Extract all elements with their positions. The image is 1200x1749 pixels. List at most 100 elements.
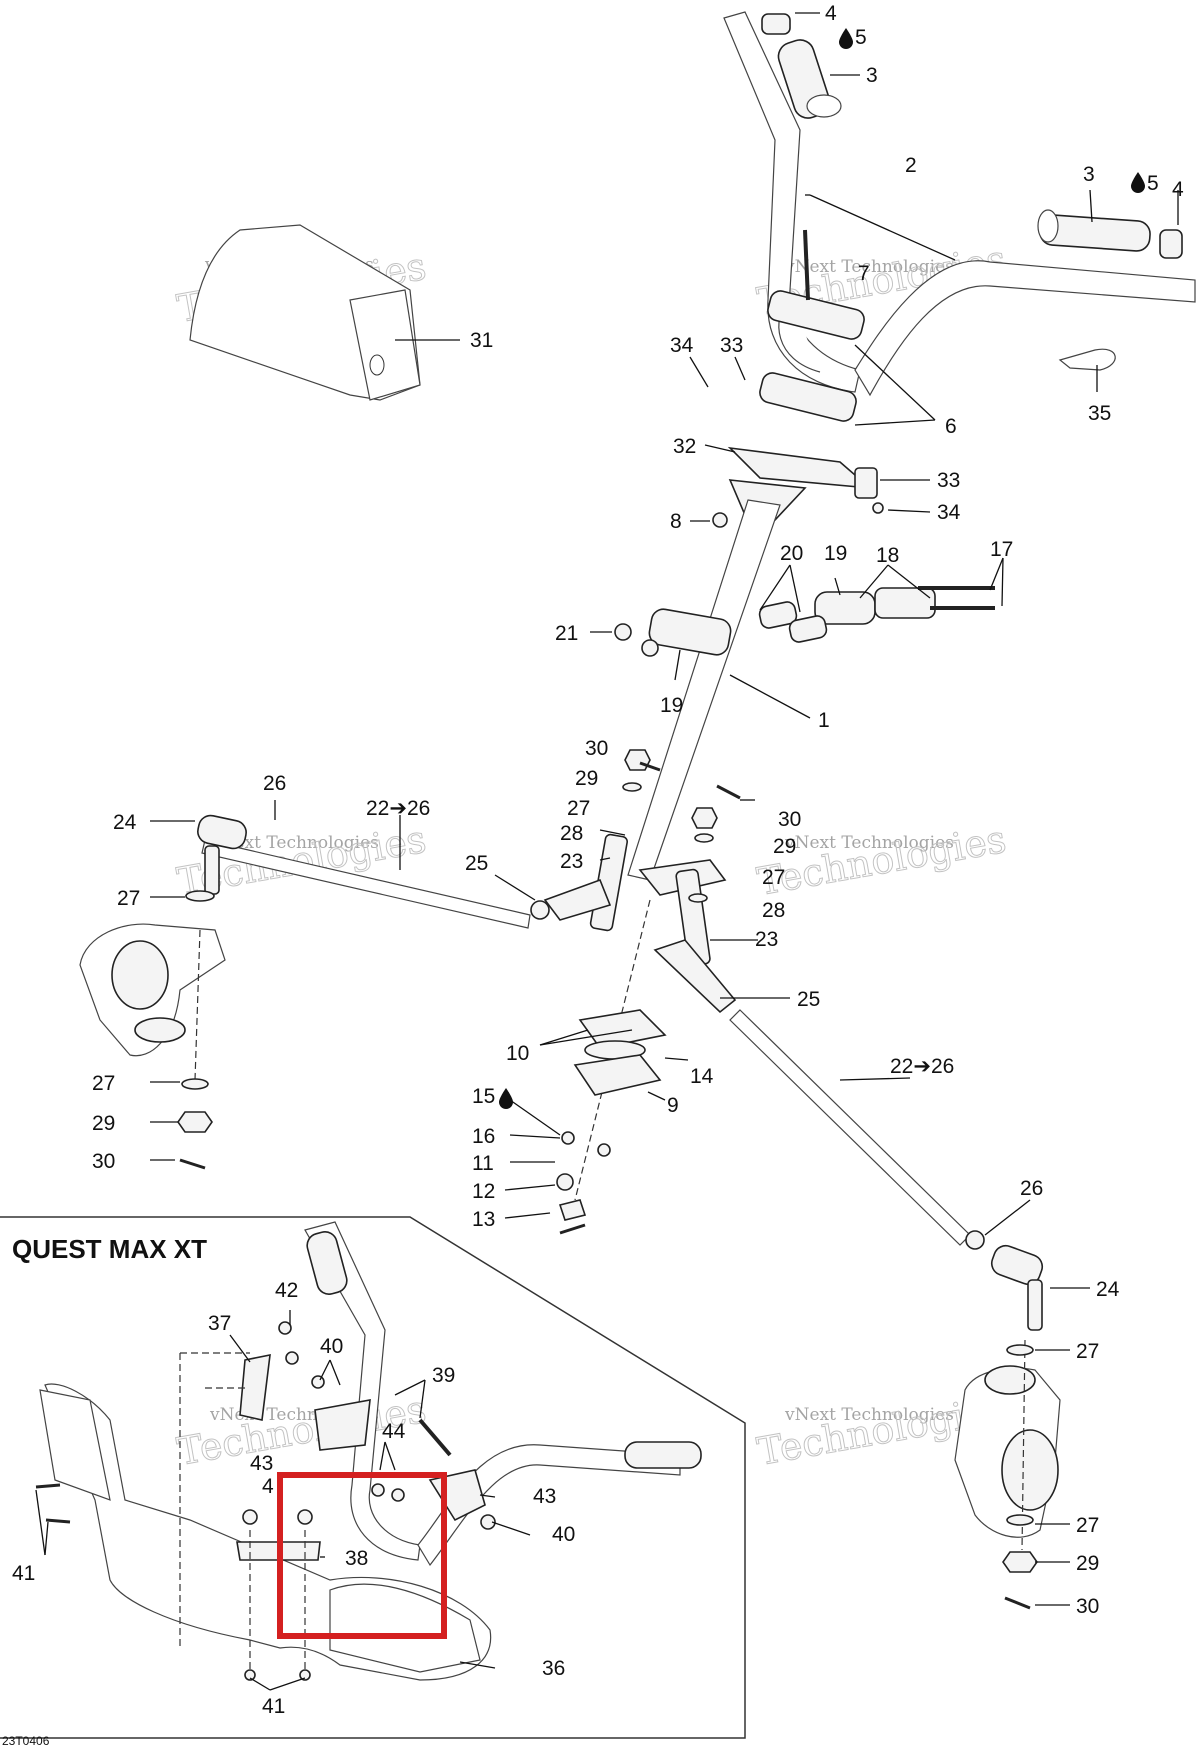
callout-label: 43 (250, 1452, 273, 1475)
callout-label: 27 (117, 887, 140, 910)
callout-label: 34 (670, 334, 694, 357)
callout-label: 23 (560, 850, 583, 873)
callout-label: 41 (262, 1695, 285, 1718)
callout-label: 25 (797, 988, 820, 1011)
watermark-text: vNext Technologies (784, 257, 954, 277)
oil-drop-icon (839, 28, 853, 49)
callout-label: 22➔26 (890, 1055, 954, 1078)
callout-label: 12 (472, 1180, 495, 1203)
callout-label: 27 (1076, 1514, 1099, 1537)
watermark-text: vNext Technologies (784, 1405, 954, 1425)
callout-label: 32 (673, 435, 696, 458)
callout-label: 39 (432, 1364, 455, 1387)
callout-label: 27 (92, 1072, 115, 1095)
tie-rod-right (729, 1009, 1044, 1331)
callout-label: 7 (858, 262, 870, 285)
callout-label: 6 (945, 415, 957, 438)
callout-label: 4 (825, 2, 837, 25)
callout-label: 36 (542, 1657, 565, 1680)
drawing-reference: 23T0406 (2, 1734, 50, 1748)
callout-label: 22➔26 (366, 797, 430, 820)
callout-label: 37 (208, 1312, 231, 1335)
callout-label: 42 (275, 1279, 298, 1302)
spindle-left (79, 923, 226, 1081)
watermark-group: vNext Technologies Technologies vNext Te… (173, 236, 1009, 1474)
handlebar-cover (189, 224, 421, 401)
callout-label: 14 (690, 1065, 714, 1088)
inset-quest-max-xt: QUEST MAX XT (0, 1216, 746, 1739)
cable-tie (1058, 348, 1116, 371)
spindle-right (954, 1339, 1061, 1551)
callout-label: 19 (660, 694, 683, 717)
callout-label: 8 (670, 510, 682, 533)
callout-label: 29 (1076, 1552, 1099, 1575)
steering-arm (543, 833, 737, 1014)
handlebar-grip-left (777, 39, 842, 119)
callout-label: 27 (1076, 1340, 1099, 1363)
callout-label: 29 (575, 767, 598, 790)
callout-label: 30 (92, 1150, 115, 1173)
oil-drop-icon (499, 1088, 513, 1109)
callout-label: 35 (1088, 402, 1111, 425)
callout-label: 21 (555, 622, 578, 645)
leader-lines (35, 12, 1179, 1691)
oil-drop-icon (1131, 172, 1145, 193)
callout-label: 3 (866, 64, 878, 87)
callout-label: 27 (567, 797, 590, 820)
handlebar-grip-right (1037, 209, 1151, 252)
callout-label: 34 (937, 501, 961, 524)
tie-rod-left (197, 814, 550, 929)
callout-label: 44 (382, 1420, 406, 1443)
inset-title: QUEST MAX XT (12, 1234, 207, 1264)
callout-label: 2 (905, 154, 917, 177)
callout-label: 16 (472, 1125, 495, 1148)
callout-label: 18 (876, 544, 899, 567)
callout-label: 26 (1020, 1177, 1043, 1200)
callout-label: 31 (470, 329, 493, 352)
callout-label: 29 (773, 835, 796, 858)
callout-label: 3 (1083, 163, 1095, 186)
bar-end-cap (1159, 229, 1183, 259)
callout-label: 19 (824, 542, 847, 565)
steering-column-mount (712, 446, 884, 528)
column-support (614, 586, 995, 657)
callout-label: 11 (472, 1152, 494, 1175)
callout-label: 24 (1096, 1278, 1120, 1301)
callout-label: 20 (780, 542, 803, 565)
callout-label: 24 (113, 811, 137, 834)
callout-label: 5 (855, 26, 867, 49)
callout-label: 15 (472, 1085, 495, 1108)
lower-bearing-assembly (556, 1009, 667, 1235)
watermark-text: vNext Technologies (209, 833, 379, 853)
callout-label: 41 (12, 1562, 35, 1585)
callout-label: 17 (990, 538, 1013, 561)
callout-label: 29 (92, 1112, 115, 1135)
hardware-stack (177, 749, 1038, 1610)
callout-label: 13 (472, 1208, 495, 1231)
callout-label: 26 (263, 772, 286, 795)
callout-label: 27 (762, 866, 785, 889)
callout-label: 5 (1147, 172, 1159, 195)
watermark-text: vNext Technologies (784, 833, 954, 853)
callout-label: 30 (778, 808, 801, 831)
callout-label: 38 (345, 1547, 368, 1570)
handlebar-clamp (759, 229, 865, 422)
bar-end-cap (761, 13, 791, 35)
callout-label: 40 (320, 1335, 343, 1358)
callout-label: 28 (560, 822, 583, 845)
callout-label: 25 (465, 852, 488, 875)
callout-label: 28 (762, 899, 785, 922)
callout-label: 30 (585, 737, 608, 760)
highlight-box (277, 1472, 447, 1639)
callout-label: 10 (506, 1042, 529, 1065)
callout-label: 4 (262, 1475, 274, 1498)
callout-label: 33 (937, 469, 960, 492)
callout-label: 33 (720, 334, 743, 357)
callout-label: 9 (667, 1094, 679, 1117)
callout-label: 43 (533, 1485, 556, 1508)
callout-label: 4 (1172, 178, 1184, 201)
callout-label: 1 (818, 709, 830, 732)
callout-label: 30 (1076, 1595, 1099, 1618)
